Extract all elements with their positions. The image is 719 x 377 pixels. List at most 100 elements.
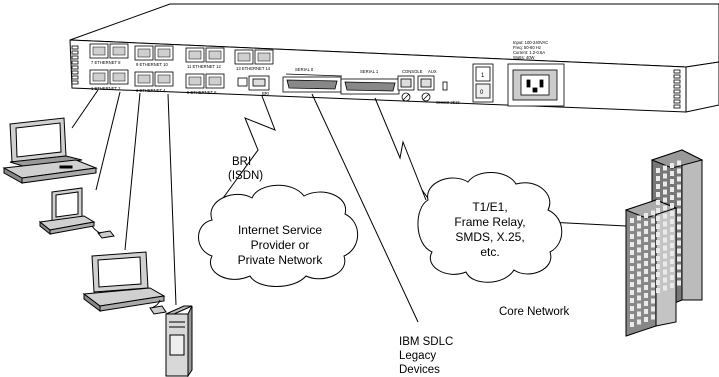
building-window [663, 261, 667, 267]
link-sdlc [311, 93, 419, 323]
building-window [656, 256, 660, 261]
building-window [630, 242, 634, 247]
serial-1-label: SERIAL 1 [360, 69, 379, 74]
building-window [677, 168, 681, 174]
building-windows [630, 160, 681, 327]
ethernet-port-pair: 1 ETHERNET 2 [89, 69, 129, 91]
building-window [670, 283, 674, 288]
ethernet-port-pair: 3 ETHERNET 4 [134, 71, 174, 93]
link-bri-isdn [217, 95, 276, 206]
bri-port [237, 75, 270, 91]
office-building-icon [624, 149, 704, 337]
ethernet-jack [137, 48, 151, 58]
link-core-to-building [547, 221, 627, 227]
building-window [663, 213, 667, 219]
building-window [670, 243, 674, 248]
isp-cloud [198, 184, 359, 287]
building-window [630, 250, 634, 255]
ethernet-jack [257, 52, 271, 62]
console-aux-ports [397, 75, 448, 102]
building-window [656, 168, 660, 173]
building-window [677, 176, 681, 182]
building-window [637, 303, 641, 309]
building-window [630, 258, 634, 263]
aux-label: AUX [428, 69, 437, 74]
building-window [630, 298, 634, 303]
building-window [670, 195, 674, 200]
link-server [167, 93, 177, 306]
building-window [644, 253, 648, 258]
power-spec-line: Input: 100-240VAC [513, 40, 548, 45]
bri-label: BRI [232, 156, 251, 168]
building-window [630, 226, 634, 231]
isdn-label: (ISDN) [228, 170, 263, 182]
building-window [670, 163, 674, 168]
ethernet-jack [208, 50, 222, 60]
building-window [677, 248, 681, 254]
building-window [677, 160, 681, 166]
building-window [656, 232, 660, 237]
sdlc-label: IBM SDLC [399, 336, 453, 348]
ethernet-jack [157, 74, 171, 84]
switch-off-label: 0 [480, 90, 484, 96]
vent-left [71, 45, 79, 85]
serial-1-connector [340, 78, 400, 95]
ethernet-jack [112, 72, 126, 82]
computer-icon [2, 117, 98, 184]
building-window [677, 264, 681, 270]
building-window [656, 224, 660, 229]
building-window [651, 290, 655, 296]
building-window [677, 216, 681, 222]
ethernet-port-label: 13 ETHERNET 14 [236, 66, 271, 71]
building-window [663, 277, 667, 283]
ethernet-port-label: 1 ETHERNET 2 [91, 86, 121, 91]
building-window [670, 171, 674, 176]
ethernet-port-label: 9 ETHERNET 10 [136, 62, 168, 67]
building-window [656, 272, 660, 277]
building-window [656, 248, 660, 253]
core-cloud-label: T1/E1, Frame Relay, SMDS, X.25, etc. [454, 200, 525, 259]
vent-right [673, 69, 681, 109]
core-label-line: SMDS, X.25, [455, 230, 524, 244]
building-window [644, 317, 648, 322]
ethernet-port-pair: 13 ETHERNET 14 [234, 49, 274, 71]
building-window [644, 301, 648, 306]
building-window [630, 314, 634, 319]
building-window [677, 280, 681, 286]
serial-0-connector [282, 73, 343, 93]
isp-label-line: Internet Service [238, 223, 322, 237]
building-window [656, 176, 660, 181]
power-spec-line: Current: 1.2-0.6A [513, 50, 545, 55]
link-workstation-3 [124, 92, 141, 251]
link-workstation-1 [71, 89, 99, 129]
ethernet-jack [92, 46, 106, 56]
link-serial-wan [374, 97, 439, 213]
building-window [656, 216, 660, 221]
building-window [663, 189, 667, 195]
ethernet-port-label: 5 ETHERNET 6 [187, 90, 217, 95]
building-window [663, 165, 667, 171]
building-window [670, 251, 674, 256]
bri-port-label: BRI [262, 91, 269, 96]
ethernet-port-pair: 7 ETHERNET 8 [89, 43, 129, 65]
ethernet-jack [112, 46, 126, 56]
ethernet-port-label: 3 ETHERNET 4 [136, 88, 166, 93]
building-window [637, 247, 641, 253]
building-window [630, 290, 634, 295]
building-window [663, 173, 667, 179]
building-window [644, 293, 648, 298]
building-window [656, 240, 660, 245]
core-network-label: Core Network [499, 306, 570, 318]
core-label-line: etc. [480, 245, 499, 259]
building-window [677, 208, 681, 214]
building-window [651, 266, 655, 272]
isp-label-line: Provider or [251, 238, 310, 252]
building-window [651, 298, 655, 304]
power-switch [472, 63, 494, 103]
building-window [644, 285, 648, 290]
power-spec-line: Freq: 50-60 Hz [513, 45, 541, 50]
ethernet-jack [92, 72, 106, 82]
building-window [663, 181, 667, 187]
building-window [677, 192, 681, 198]
